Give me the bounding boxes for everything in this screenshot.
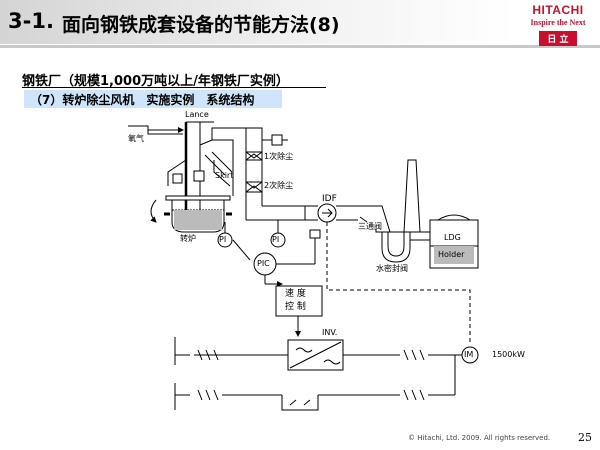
converter [150, 195, 232, 233]
logo-tagline: Inspire the Next [530, 18, 586, 27]
header-gradient [0, 0, 515, 44]
label-water-seal-valve: 水密封阀 [376, 264, 408, 273]
slide-number: 3-1. [8, 9, 54, 33]
label-motor-power: 1500kW [492, 350, 525, 359]
skirt-marker [193, 170, 205, 182]
label-dust1: 1次除尘 [264, 152, 294, 161]
pi-sensors [217, 220, 286, 261]
ldg-pipe [410, 231, 430, 241]
label-pic: PIC [257, 259, 270, 268]
label-converter: 转炉 [180, 234, 196, 243]
label-pi-1: PI [219, 235, 227, 244]
label-dust2: 2次除尘 [264, 181, 294, 190]
label-idf: IDF [322, 194, 337, 204]
subtitle: 钢铁厂（规模1,000万吨以上/年钢铁厂实例） [22, 74, 289, 89]
label-motor: IM [464, 350, 474, 359]
header-divider [0, 45, 600, 48]
shaft-dashed [326, 222, 471, 345]
power-circuit [174, 337, 479, 411]
logo-brand: HITACHI [532, 3, 584, 17]
slide-title: 面向钢铁成套设备的节能方法(8) [62, 14, 340, 36]
slide-header: 3-1. 面向钢铁成套设备的节能方法(8) HITACHI Inspire th… [0, 0, 600, 48]
speed-control-box [275, 285, 323, 317]
label-speed-control-1: 速 度 [285, 289, 306, 299]
label-speed-control-2: 控 制 [285, 302, 306, 312]
main-duct [246, 205, 355, 221]
logo-kanji: 日 立 [539, 31, 577, 46]
stack [355, 159, 421, 233]
label-ldg: LDG [444, 233, 461, 242]
oxygen-arrow [128, 125, 184, 135]
subtitle-underline [22, 87, 326, 88]
lance [184, 121, 214, 210]
label-lance: Lance [185, 110, 209, 119]
section-label: （7）转炉除尘风机 实施实例 系统结构 [30, 93, 255, 107]
label-holder: Holder [438, 250, 465, 259]
valve-box [172, 173, 183, 184]
label-inverter: INV. [322, 328, 338, 337]
hitachi-logo: HITACHI Inspire the Next 日 立 [520, 3, 596, 46]
hood-duct [167, 127, 263, 196]
page-number: 25 [578, 431, 592, 444]
ldg-holder [429, 214, 479, 269]
label-skirt: Skirt [215, 171, 234, 180]
copyright: © Hitachi, Ltd. 2009. All rights reserve… [408, 434, 551, 442]
section-highlight [24, 90, 282, 108]
pic-controller [253, 229, 321, 287]
water-seal-valve [381, 232, 411, 263]
label-three-way-valve: 三通阀 [358, 222, 382, 231]
label-oxygen: 氧气 [128, 134, 144, 143]
dust-collectors [245, 134, 288, 220]
idf-fan [317, 203, 337, 223]
label-pi-2: PI [272, 235, 280, 244]
